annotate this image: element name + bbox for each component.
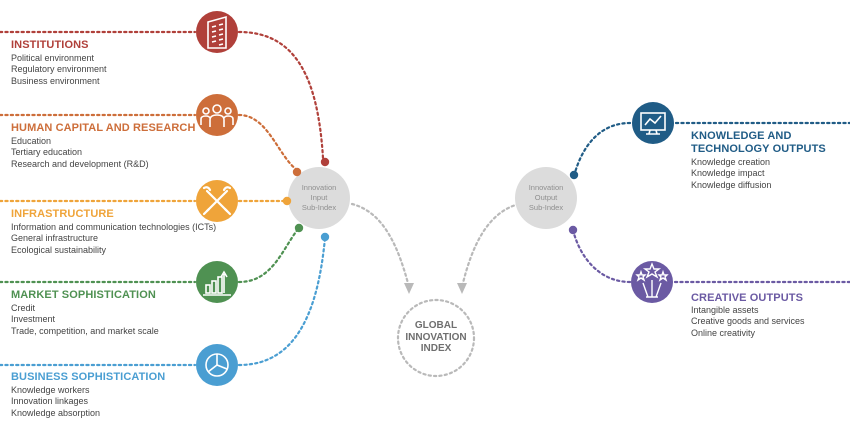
input-arrowhead <box>404 283 414 294</box>
list-item: Creative goods and services <box>691 316 805 327</box>
list-item: Intangible assets <box>691 305 759 315</box>
list-item: General infrastructure <box>11 233 99 244</box>
list-item: Knowledge diffusion <box>691 179 772 190</box>
hub-label-line: Sub-Index <box>301 203 337 212</box>
list-item: Knowledge absorption <box>11 407 101 418</box>
list-item: Education <box>11 136 52 146</box>
hub-label-line: Output <box>534 193 558 202</box>
market-items: Credit Investment Trade, competition, an… <box>11 303 159 337</box>
institutions-dot <box>320 157 330 167</box>
gii-label-line: GLOBAL <box>414 320 458 331</box>
stars-icon <box>631 261 673 303</box>
list-item: Knowledge impact <box>691 168 765 179</box>
list-item: Knowledge workers <box>11 385 90 395</box>
output-hub-label: Innovation Output Sub-Index <box>516 183 576 213</box>
infrastructure-title: INFRASTRUCTURE <box>11 208 114 220</box>
knowledge-connector <box>572 121 850 178</box>
knowledge-dot <box>569 170 579 180</box>
creative-dot <box>568 225 578 235</box>
list-item: Online creativity <box>691 327 756 338</box>
human-capital-items: Education Tertiary education Research an… <box>11 136 149 170</box>
list-item: Business environment <box>11 75 100 86</box>
input-hub-label: Innovation Input Sub-Index <box>289 183 349 213</box>
list-item: Regulatory environment <box>11 64 107 75</box>
knowledge-title-line: TECHNOLOGY OUTPUTS <box>691 143 826 155</box>
creative-connector <box>571 228 850 284</box>
list-item: Knowledge creation <box>691 157 771 167</box>
list-item: Political environment <box>11 53 95 63</box>
knowledge-title: KNOWLEDGE AND TECHNOLOGY OUTPUTS <box>691 130 826 156</box>
people-icon <box>196 94 238 136</box>
list-item: Research and development (R&D) <box>11 158 149 169</box>
creative-items: Intangible assets Creative goods and ser… <box>691 305 805 339</box>
growth-chart-icon <box>196 261 238 303</box>
market-connector <box>0 227 300 284</box>
hub-label-line: Innovation <box>528 183 564 192</box>
infrastructure-dot <box>282 196 292 206</box>
list-item: Information and communication technologi… <box>11 222 217 232</box>
business-connector <box>0 236 327 367</box>
list-item: Tertiary education <box>11 147 83 158</box>
input-hub-circle <box>288 167 350 229</box>
list-item: Ecological sustainability <box>11 244 107 255</box>
hub-label-line: Sub-Index <box>528 203 564 212</box>
business-dot <box>320 232 330 242</box>
human-capital-connector <box>0 113 299 172</box>
institutions-title: INSTITUTIONS <box>11 39 89 51</box>
hub-label-line: Innovation <box>301 183 337 192</box>
output-to-gii-connector <box>460 202 521 289</box>
knowledge-items: Knowledge creation Knowledge impact Know… <box>691 157 771 191</box>
list-item: Trade, competition, and market scale <box>11 325 159 336</box>
gii-label-line: INNOVATION <box>405 331 467 343</box>
human-capital-title: HUMAN CAPITAL AND RESEARCH <box>11 122 196 134</box>
monitor-chart-icon <box>632 102 674 144</box>
creative-title-line: CREATIVE OUTPUTS <box>691 292 804 304</box>
output-arrowhead <box>457 283 467 294</box>
list-item: Credit <box>11 303 36 313</box>
gii-circle <box>396 298 476 378</box>
market-dot <box>294 223 304 233</box>
building-icon <box>196 11 238 53</box>
hub-label-line: Input <box>310 193 328 202</box>
gii-label-line: INDEX <box>420 343 452 354</box>
gii-label: GLOBAL INNOVATION INDEX <box>396 320 476 355</box>
knowledge-title-line: KNOWLEDGE AND <box>691 130 792 142</box>
market-title: MARKET SOPHISTICATION <box>11 289 156 301</box>
tools-icon <box>196 180 238 222</box>
business-title: BUSINESS SOPHISTICATION <box>11 371 166 383</box>
infrastructure-items: Information and communication technologi… <box>11 222 216 256</box>
pie-chart-icon <box>196 344 238 386</box>
institutions-connector <box>0 30 325 160</box>
output-hub-circle <box>515 167 577 229</box>
institutions-items: Political environment Regulatory environ… <box>11 53 107 87</box>
list-item: Investment <box>11 314 56 325</box>
business-items: Knowledge workers Innovation linkages Kn… <box>11 385 100 419</box>
list-item: Innovation linkages <box>11 396 89 407</box>
human-capital-dot <box>292 167 302 177</box>
input-to-gii-connector <box>350 202 411 289</box>
creative-title: CREATIVE OUTPUTS <box>691 292 803 304</box>
